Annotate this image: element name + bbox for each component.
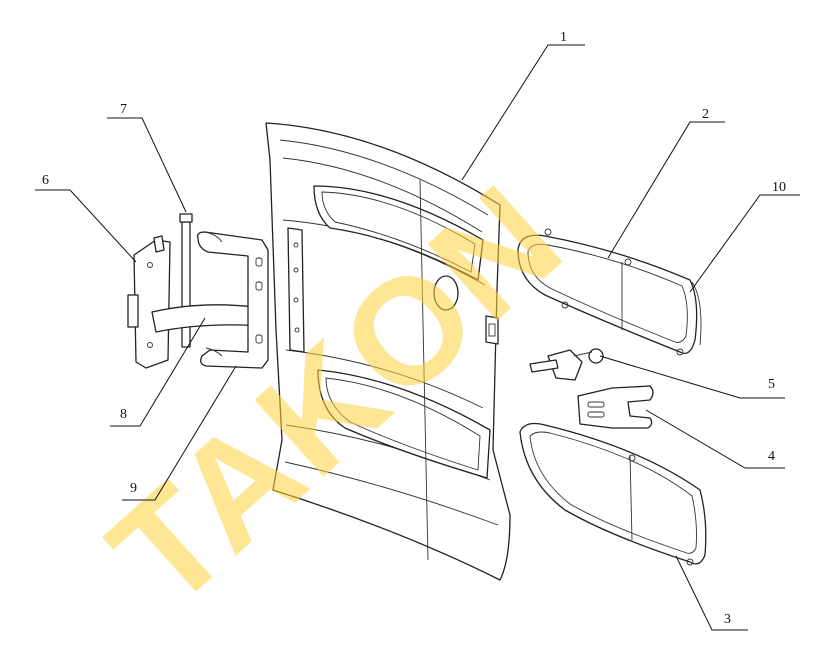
lock-and-key	[529, 348, 604, 381]
callout-number: 8	[120, 407, 127, 422]
callout-5: 5	[599, 355, 785, 399]
hinge-clevis	[197, 231, 269, 369]
latch-plate	[577, 385, 654, 429]
callout-6: 6	[35, 173, 137, 263]
callout-10: 10	[689, 180, 800, 293]
door-panel	[265, 122, 511, 581]
callout-3: 3	[675, 555, 748, 631]
callout-2: 2	[607, 107, 725, 259]
callout-number: 5	[768, 377, 775, 392]
callout-number: 4	[768, 449, 775, 464]
callout-number: 10	[772, 180, 786, 195]
callout-number: 1	[560, 30, 567, 45]
callout-7: 7	[107, 102, 187, 213]
callout-number: 7	[120, 102, 127, 117]
callout-number: 9	[130, 481, 137, 496]
callout-9: 9	[122, 365, 237, 501]
hinge-bracket	[127, 235, 171, 369]
callout-number: 3	[724, 612, 731, 627]
callout-8: 8	[110, 317, 206, 427]
callout-number: 6	[42, 173, 49, 188]
lower-window-frame	[519, 422, 707, 566]
callout-1: 1	[461, 30, 585, 181]
hinge-arm	[151, 304, 263, 333]
upper-window-frame	[517, 228, 698, 356]
callout-number: 2	[702, 107, 709, 122]
hinge-pin	[179, 213, 193, 348]
callout-4: 4	[645, 409, 785, 469]
